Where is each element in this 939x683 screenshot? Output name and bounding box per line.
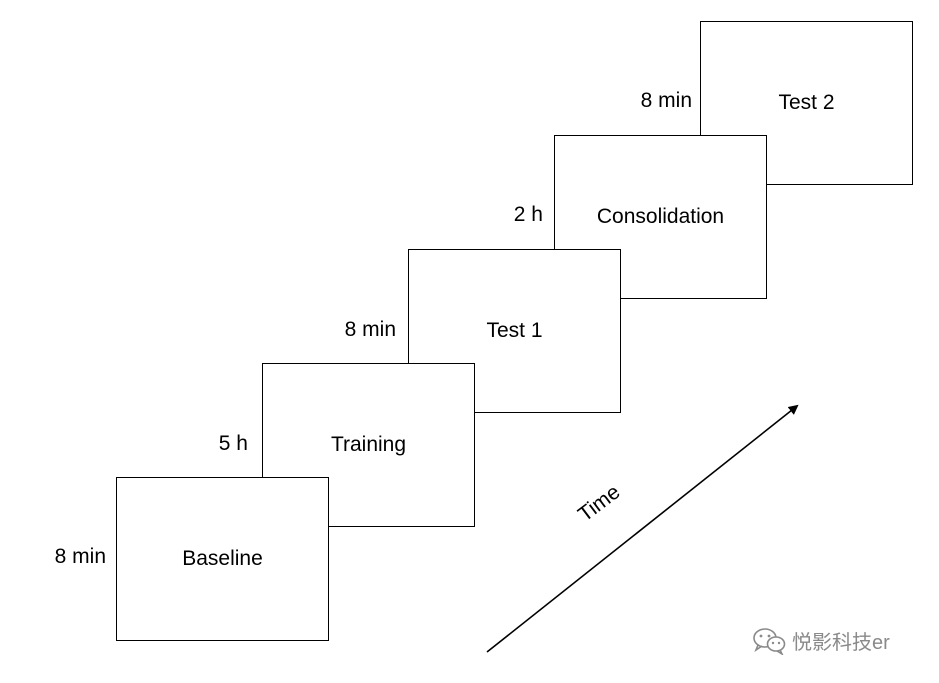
duration-label-baseline: 8 min	[54, 545, 106, 568]
duration-label-test-2: 8 min	[640, 89, 692, 112]
phase-box-baseline: Baseline	[116, 477, 329, 641]
duration-label-test-1: 8 min	[344, 318, 396, 341]
phase-label: Consolidation	[596, 205, 725, 228]
watermark: 悦影科技er	[752, 626, 890, 655]
phase-label: Test 1	[486, 319, 543, 342]
phase-label: Baseline	[182, 547, 263, 570]
phase-label: Training	[330, 433, 407, 456]
time-axis-label: Time	[574, 480, 625, 527]
duration-label-consolidation: 2 h	[513, 203, 543, 226]
phase-label: Test 2	[778, 91, 835, 114]
wechat-icon	[753, 627, 786, 655]
watermark-text: 悦影科技er	[792, 632, 890, 654]
duration-label-training: 5 h	[218, 432, 248, 455]
time-arrow-line	[486, 404, 799, 653]
